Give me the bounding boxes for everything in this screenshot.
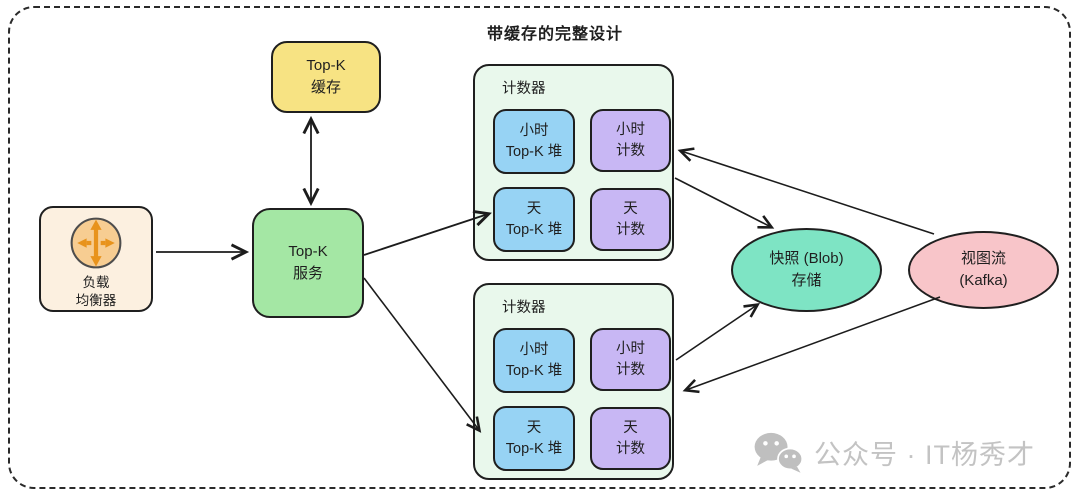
counter-2-day-topk-heap: 天 Top-K 堆 — [493, 406, 575, 471]
cell-label: 计数 — [616, 361, 645, 378]
counter-1-label: 计数器 — [502, 81, 546, 97]
topk-cache-label-line1: Top-K — [306, 57, 346, 74]
load-balancer-node: 负载 均衡器 — [39, 206, 153, 312]
cell-label: Top-K 堆 — [505, 221, 563, 238]
cell-label: Top-K 堆 — [505, 440, 563, 457]
view-stream-label-line1: 视图流 — [960, 250, 1006, 267]
cell-label: 小时 — [616, 340, 645, 357]
cell-label: 小时 — [519, 122, 549, 139]
cell-label: 天 — [526, 200, 542, 217]
topk-service-node: Top-K 服务 — [252, 208, 364, 318]
counter-1-hour-topk-heap: 小时 Top-K 堆 — [493, 109, 575, 174]
topk-cache-node: Top-K 缓存 — [271, 41, 381, 113]
counter-2-label: 计数器 — [502, 300, 546, 316]
topk-service-label-line1: Top-K — [288, 243, 328, 260]
cell-label: 天 — [526, 419, 542, 436]
view-stream-label-line2: (Kafka) — [959, 272, 1008, 289]
cell-label: 计数 — [616, 142, 645, 159]
counter-2-day-count: 天 计数 — [590, 407, 671, 470]
wechat-icon — [754, 432, 804, 473]
view-stream-kafka-node: 视图流 (Kafka) — [908, 231, 1059, 309]
cell-label: 计数 — [616, 221, 645, 238]
cell-label: 天 — [623, 200, 638, 217]
load-balancer-label-line2: 均衡器 — [75, 293, 117, 308]
counter-container-2: 计数器 小时 Top-K 堆 小时 计数 天 Top-K 堆 天 计数 — [473, 283, 674, 480]
counter-1-day-count: 天 计数 — [590, 188, 671, 251]
watermark-text: 公众号 · IT杨秀才 — [814, 439, 1035, 470]
watermark: 公众号 · IT杨秀才 — [752, 430, 1035, 474]
cell-label: 天 — [623, 419, 638, 436]
cell-label: 小时 — [519, 341, 549, 358]
snapshot-blob-storage-node: 快照 (Blob) 存储 — [731, 228, 882, 312]
cell-label: Top-K 堆 — [505, 362, 563, 379]
counter-2-hour-count: 小时 计数 — [590, 328, 671, 391]
cell-label: 计数 — [616, 440, 645, 457]
diagram-title: 带缓存的完整设计 — [486, 26, 623, 43]
cell-label: 小时 — [616, 121, 645, 138]
load-balancer-icon — [70, 217, 122, 269]
load-balancer-label-line1: 负载 — [82, 275, 110, 290]
cell-label: Top-K 堆 — [505, 143, 563, 160]
counter-2-hour-topk-heap: 小时 Top-K 堆 — [493, 328, 575, 393]
counter-1-hour-count: 小时 计数 — [590, 109, 671, 172]
counter-container-1: 计数器 小时 Top-K 堆 小时 计数 天 Top-K 堆 天 计数 — [473, 64, 674, 261]
topk-service-label-line2: 服务 — [292, 265, 323, 282]
snapshot-storage-label-line1: 快照 (Blob) — [769, 250, 844, 267]
topk-cache-label-line2: 缓存 — [310, 79, 341, 96]
snapshot-storage-label-line2: 存储 — [791, 272, 822, 289]
diagram-dashed-border — [8, 6, 1071, 489]
counter-1-day-topk-heap: 天 Top-K 堆 — [493, 187, 575, 252]
